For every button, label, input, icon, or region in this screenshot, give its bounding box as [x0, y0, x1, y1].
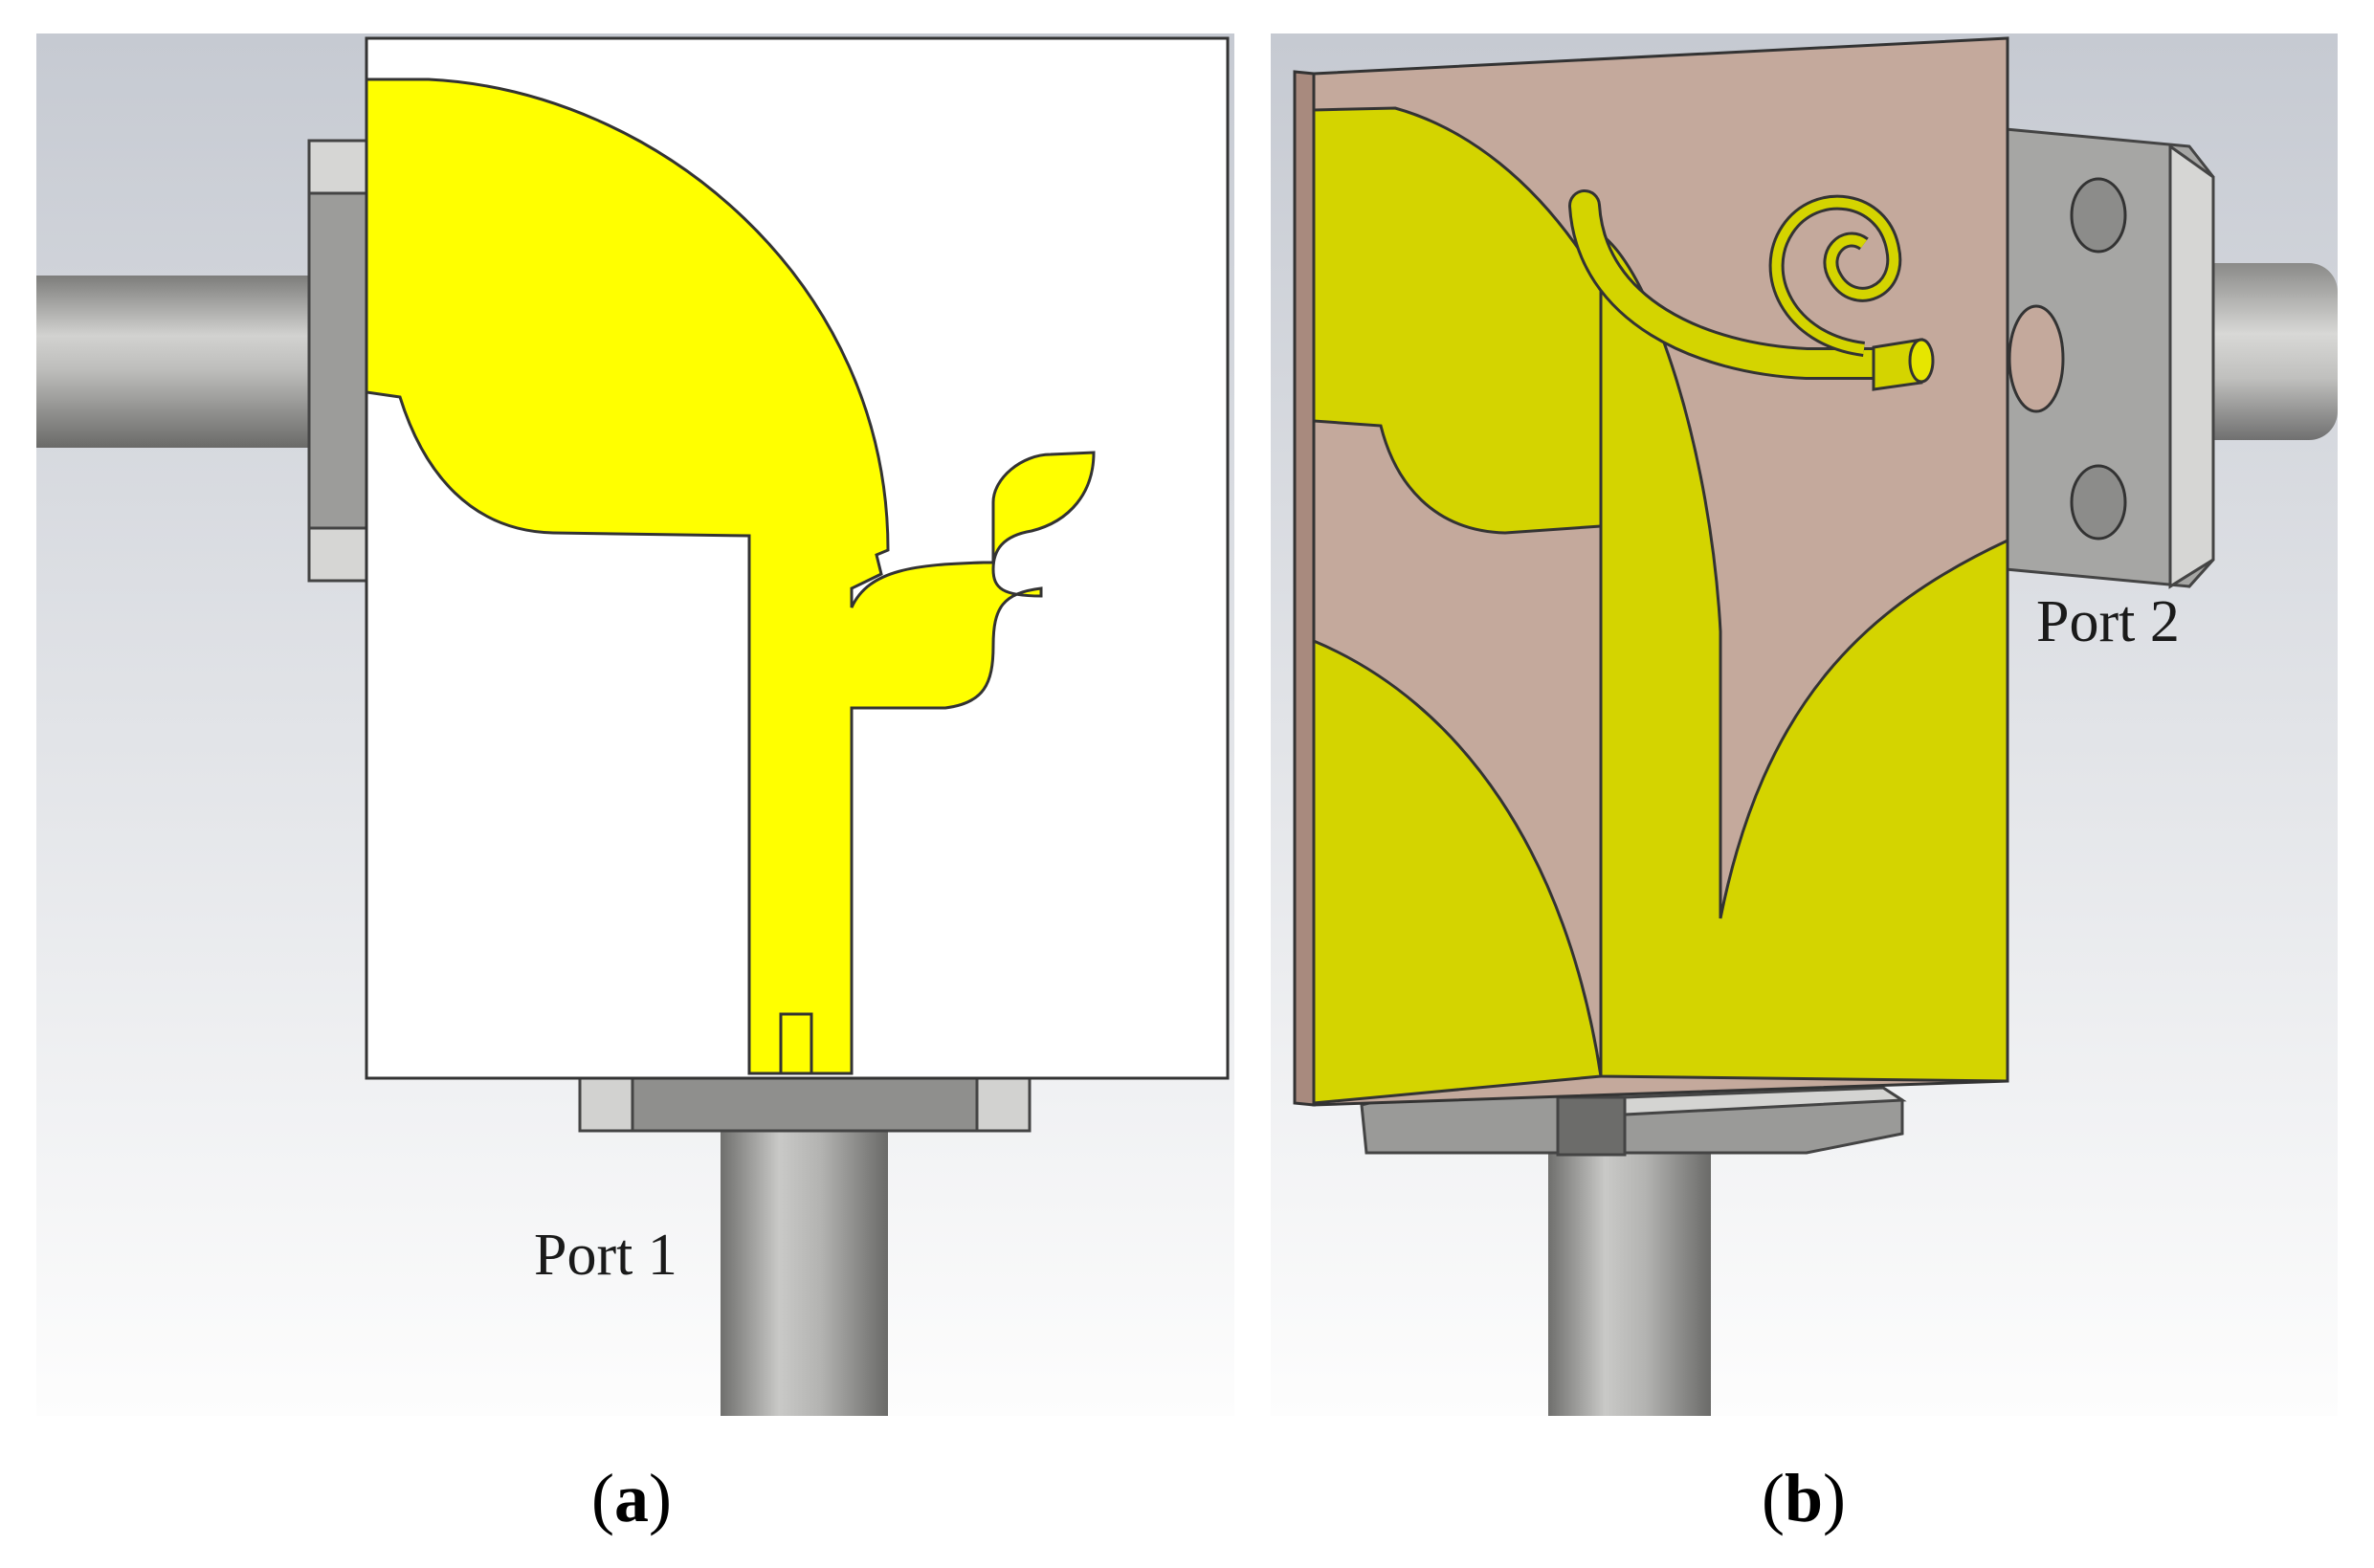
- ground-plane-lower: [1312, 638, 1603, 1105]
- bottom-connector-flange-left: [578, 1071, 634, 1133]
- bottom-connector-shaft: [721, 1091, 888, 1416]
- radiating-patch: [365, 77, 1096, 1075]
- caption-b: (b): [1761, 1460, 1846, 1536]
- bottom-connector-flange-right: [975, 1071, 1032, 1133]
- right-connector-shaft: [2180, 263, 2338, 440]
- port-1-label: Port 1: [534, 1223, 677, 1288]
- feed-hole: [2008, 304, 2065, 413]
- left-connector-flange-edge-bottom: [307, 526, 368, 583]
- caption-a-letter: a: [614, 1460, 649, 1536]
- substrate-edge: [1293, 70, 1316, 1107]
- left-connector-flange-edge: [307, 139, 368, 195]
- bottom-connector-flange-b-front: [1556, 1095, 1627, 1157]
- panel-b-diagram: Port 2: [1271, 33, 2338, 1416]
- flange-hole-top: [2070, 177, 2127, 254]
- flange-hole-bottom: [2070, 464, 2127, 541]
- spiral-resonator-fill: [1771, 197, 1899, 354]
- left-connector-shaft: [36, 276, 323, 448]
- right-connector-flange-edge: [2168, 144, 2215, 589]
- feed-pin: [779, 1012, 813, 1075]
- caption-a: (a): [591, 1460, 672, 1536]
- bottom-connector-flange-b-top: [1623, 1086, 1907, 1116]
- feed-line-arc-fill: [1571, 192, 1887, 377]
- left-connector-flange: [307, 139, 368, 583]
- panel-a: Port 1: [36, 33, 1234, 1416]
- bottom-connector-flange: [578, 1071, 1032, 1133]
- feed-pin-top: [1908, 338, 1935, 384]
- panel-b: Port 2: [1271, 33, 2338, 1416]
- bottom-connector-shaft-b: [1548, 1124, 1711, 1416]
- caption-b-letter: b: [1784, 1460, 1824, 1536]
- port-2-label: Port 2: [2036, 589, 2180, 654]
- panel-a-diagram: Port 1: [36, 33, 1234, 1416]
